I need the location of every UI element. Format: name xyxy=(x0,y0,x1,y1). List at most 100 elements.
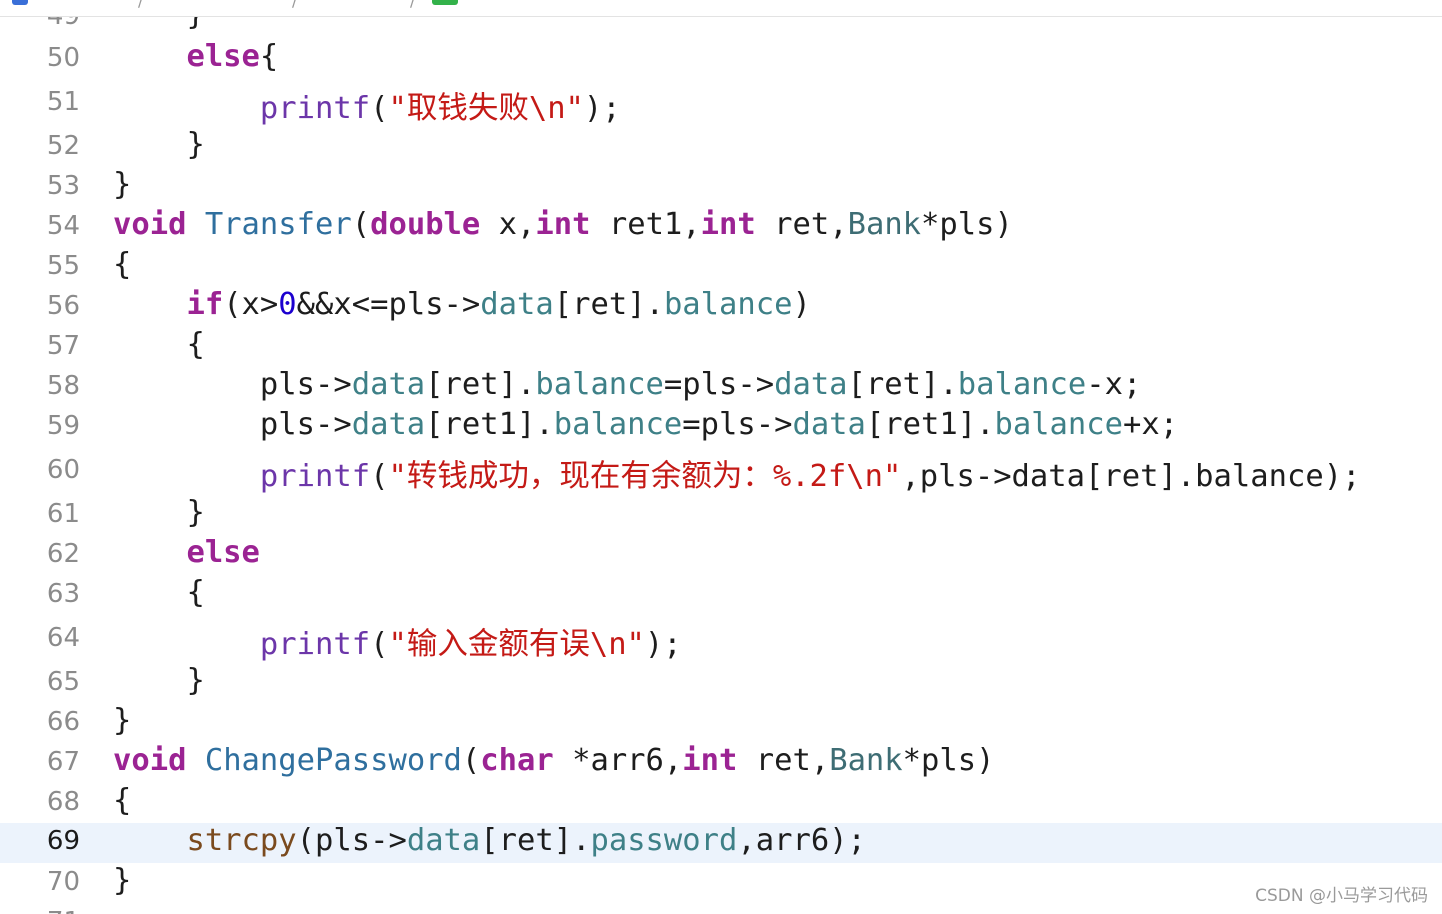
code-token: "转钱成功，现在有余额为：%.2f\n" xyxy=(388,459,902,494)
line-number: 70 xyxy=(46,867,80,897)
code-text[interactable]: } xyxy=(113,495,205,530)
code-token xyxy=(186,743,204,778)
line-number: 71 xyxy=(20,907,80,914)
code-line[interactable]: 62 else xyxy=(0,535,1442,576)
code-token: password xyxy=(590,823,738,858)
code-token: =pls-> xyxy=(682,407,793,442)
code-text[interactable]: void ChangePassword(char *arr6,int ret,B… xyxy=(113,743,994,778)
line-number: 51 xyxy=(46,87,80,117)
code-token xyxy=(186,207,204,242)
code-token xyxy=(113,823,186,858)
code-token: ) xyxy=(792,287,811,322)
code-token: (x> xyxy=(223,287,279,322)
code-token: [ret1]. xyxy=(865,407,995,442)
code-token: *arr6, xyxy=(553,743,683,778)
code-line[interactable]: 68{ xyxy=(0,783,1442,824)
code-text[interactable]: pls->data[ret1].balance=pls->data[ret1].… xyxy=(113,407,1178,442)
code-text[interactable]: } xyxy=(113,663,204,698)
line-number: 57 xyxy=(46,331,80,361)
code-token: int xyxy=(682,743,738,778)
code-text[interactable]: else xyxy=(113,535,259,570)
code-line[interactable]: 50 else{ xyxy=(0,39,1442,80)
code-text[interactable]: strcpy(pls->data[ret].password,arr6); xyxy=(113,823,865,858)
code-line[interactable]: 53} xyxy=(0,167,1442,208)
line-number: 63 xyxy=(46,579,80,609)
code-line[interactable]: 70} xyxy=(0,863,1442,904)
code-token: data xyxy=(351,407,426,442)
code-token: ); xyxy=(583,91,621,126)
code-token: char xyxy=(480,743,554,778)
code-text[interactable]: if(x>0&&x<=pls->data[ret].balance) xyxy=(113,287,811,322)
code-token: } xyxy=(113,495,205,530)
code-line[interactable]: 71 xyxy=(0,904,1442,914)
code-token: "输入金额有误\n" xyxy=(388,627,645,662)
code-token: ( xyxy=(370,459,389,494)
code-line[interactable]: 64 printf("输入金额有误\n"); xyxy=(0,619,1442,663)
code-text[interactable]: printf("转钱成功，现在有余额为：%.2f\n",pls->data[re… xyxy=(113,451,1361,495)
code-text[interactable]: pls->data[ret].balance=pls->data[ret].ba… xyxy=(113,367,1141,402)
code-line[interactable]: 60 printf("转钱成功，现在有余额为：%.2f\n",pls->data… xyxy=(0,451,1442,495)
path-bar: / / / xyxy=(0,0,1442,17)
line-number: 50 xyxy=(46,43,80,73)
code-token: printf xyxy=(259,627,371,662)
code-token xyxy=(113,287,186,322)
line-number: 54 xyxy=(46,211,80,241)
code-line[interactable]: 56 if(x>0&&x<=pls->data[ret].balance) xyxy=(0,287,1442,328)
code-text[interactable]: { xyxy=(113,575,205,610)
code-text[interactable]: { xyxy=(113,327,204,362)
code-text[interactable]: printf("输入金额有误\n"); xyxy=(113,619,682,663)
code-text[interactable]: } xyxy=(113,167,131,202)
code-token: balance xyxy=(553,407,683,442)
code-token: } xyxy=(113,127,205,162)
line-number: 56 xyxy=(46,291,80,321)
code-token: (pls-> xyxy=(296,823,407,858)
line-number: 61 xyxy=(46,499,80,529)
code-token: ,pls->data[ret].balance); xyxy=(901,459,1361,494)
line-number: 60 xyxy=(46,455,80,485)
code-token: [ret]. xyxy=(847,367,958,402)
code-token xyxy=(113,627,260,662)
code-text[interactable]: } xyxy=(113,703,131,738)
code-text[interactable]: } xyxy=(113,863,131,898)
code-line[interactable]: 58 pls->data[ret].balance=pls->data[ret]… xyxy=(0,367,1442,408)
code-text[interactable]: printf("取钱失败\n"); xyxy=(113,83,621,127)
code-line[interactable]: 67 void ChangePassword(char *arr6,int ret… xyxy=(0,743,1442,784)
code-text[interactable]: else{ xyxy=(113,39,278,74)
line-number: 55 xyxy=(46,251,80,281)
code-token: -x; xyxy=(1086,367,1142,402)
code-line[interactable]: 65 } xyxy=(0,663,1442,704)
code-token: [ret]. xyxy=(425,367,536,402)
code-line[interactable]: 52 } xyxy=(0,127,1442,168)
code-token: ); xyxy=(644,627,682,662)
code-text[interactable]: } xyxy=(113,127,205,162)
code-text[interactable]: { xyxy=(113,783,131,818)
line-number: 64 xyxy=(46,623,80,653)
code-token: [ret1]. xyxy=(425,407,554,442)
code-line[interactable]: 59 pls->data[ret1].balance=pls->data[ret… xyxy=(0,407,1442,448)
code-token: printf xyxy=(259,91,371,126)
code-line[interactable]: 57 { xyxy=(0,327,1442,368)
code-text[interactable]: { xyxy=(113,247,131,282)
line-number: 65 xyxy=(46,667,80,697)
code-line[interactable]: 54 void Transfer(double x,int ret1,int re… xyxy=(0,207,1442,248)
code-line[interactable]: 66} xyxy=(0,703,1442,744)
line-number: 67 xyxy=(46,747,80,777)
line-number: 62 xyxy=(46,539,80,569)
path-separator: / xyxy=(138,0,144,10)
code-text[interactable]: void Transfer(double x,int ret1,int ret,… xyxy=(113,207,1013,242)
code-line[interactable]: 51 printf("取钱失败\n"); xyxy=(0,83,1442,127)
code-line[interactable]: 55 { xyxy=(0,247,1442,288)
code-token: data xyxy=(792,407,866,442)
code-token: { xyxy=(113,575,205,610)
code-line[interactable]: 61 } xyxy=(0,495,1442,536)
code-token: Bank xyxy=(847,207,922,242)
code-token: strcpy xyxy=(186,823,297,858)
path-separator: / xyxy=(292,0,298,10)
code-token: ( xyxy=(351,207,371,242)
code-line[interactable]: 69 strcpy(pls->data[ret].password,arr6); xyxy=(0,823,1442,863)
code-token: balance xyxy=(663,287,793,322)
code-line[interactable]: 63 { xyxy=(0,575,1442,616)
code-token xyxy=(113,91,260,126)
code-token: { xyxy=(113,247,132,282)
